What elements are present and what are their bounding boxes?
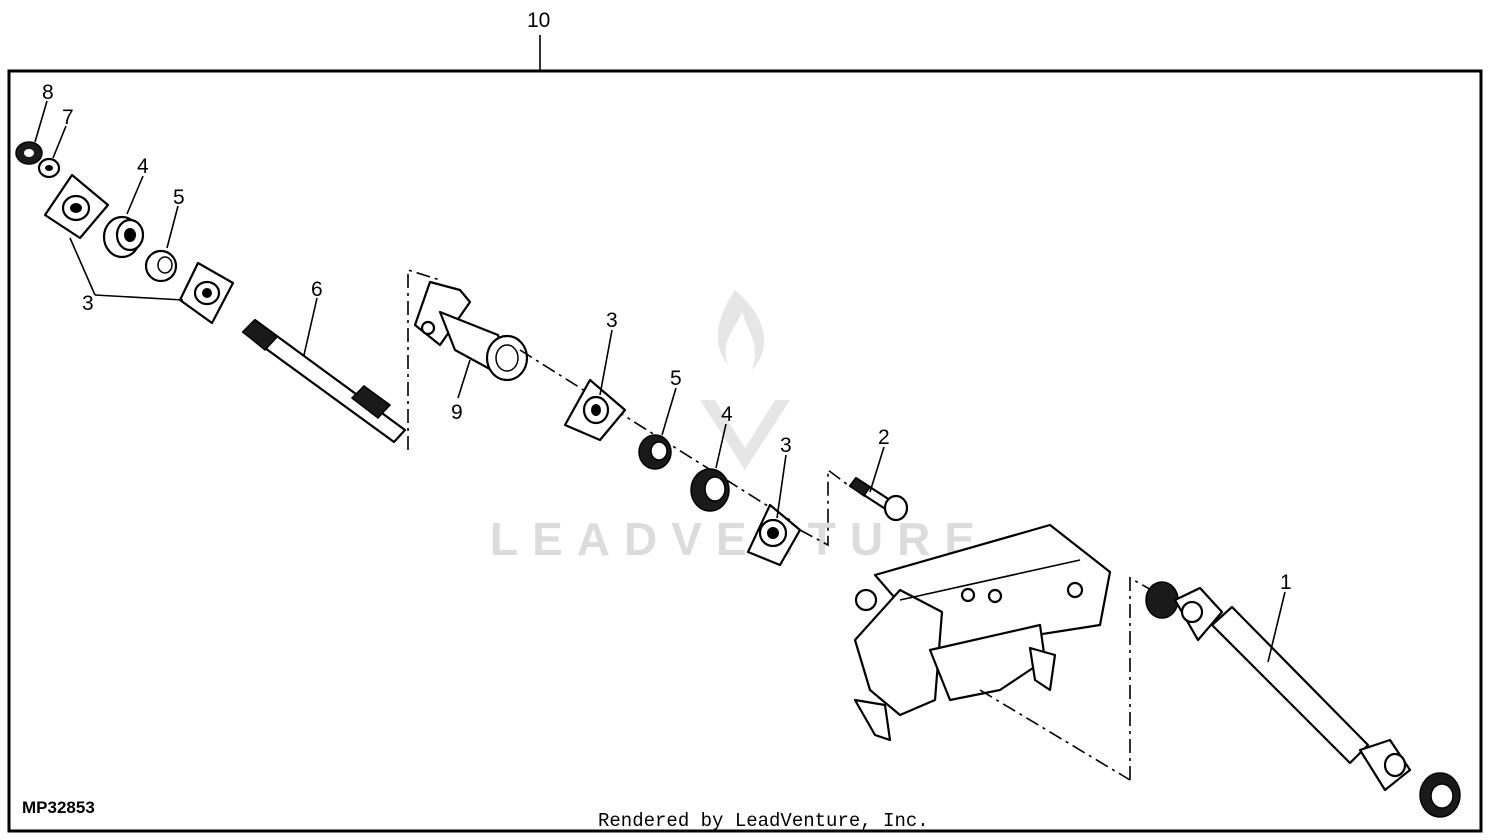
assembly-line-a <box>407 268 441 450</box>
part-2-bolt <box>848 476 909 522</box>
leadventure-watermark: LEADVENTURE <box>490 290 989 565</box>
part-8-nut <box>15 141 43 165</box>
callout-3: 3 <box>606 309 618 332</box>
callout-3: 3 <box>780 434 792 457</box>
assembly-line-d <box>979 689 1131 781</box>
part-5-bushing-b <box>638 434 672 470</box>
part-1-driveshaft <box>1145 581 1461 818</box>
callout-5: 5 <box>173 186 185 209</box>
callout-6: 6 <box>311 278 323 301</box>
callout-2: 2 <box>878 426 890 449</box>
part-9-housing <box>413 280 529 382</box>
callout-7: 7 <box>62 106 74 129</box>
part-7-washer <box>37 157 61 179</box>
assembly-frame <box>7 69 1483 833</box>
assembly-line-e <box>1129 576 1156 780</box>
part-3-flange-a <box>43 173 110 240</box>
part-5-bushing-a <box>144 249 178 283</box>
callout-3: 3 <box>82 292 94 315</box>
mounting-bracket <box>853 523 1112 742</box>
part-4-bearing-b <box>690 468 730 512</box>
part-4-bearing-a <box>102 215 145 259</box>
part-3-flange-b <box>178 261 235 325</box>
callout-4: 4 <box>137 155 149 178</box>
render-credit: Rendered by LeadVenture, Inc. <box>598 810 929 832</box>
figure-id: MP32853 <box>22 798 95 817</box>
callout-5: 5 <box>670 367 682 390</box>
part-6-shaft <box>241 318 407 444</box>
watermark-text: LEADVENTURE <box>490 513 989 565</box>
callout-9: 9 <box>451 401 463 424</box>
callout-4: 4 <box>721 403 733 426</box>
callout-1: 1 <box>1280 571 1292 594</box>
part-3-flange-c <box>563 378 627 442</box>
leader-lines <box>34 100 1286 663</box>
callout-8: 8 <box>42 81 54 104</box>
callout-10: 10 <box>527 9 550 32</box>
assembly-line-c <box>799 468 849 547</box>
